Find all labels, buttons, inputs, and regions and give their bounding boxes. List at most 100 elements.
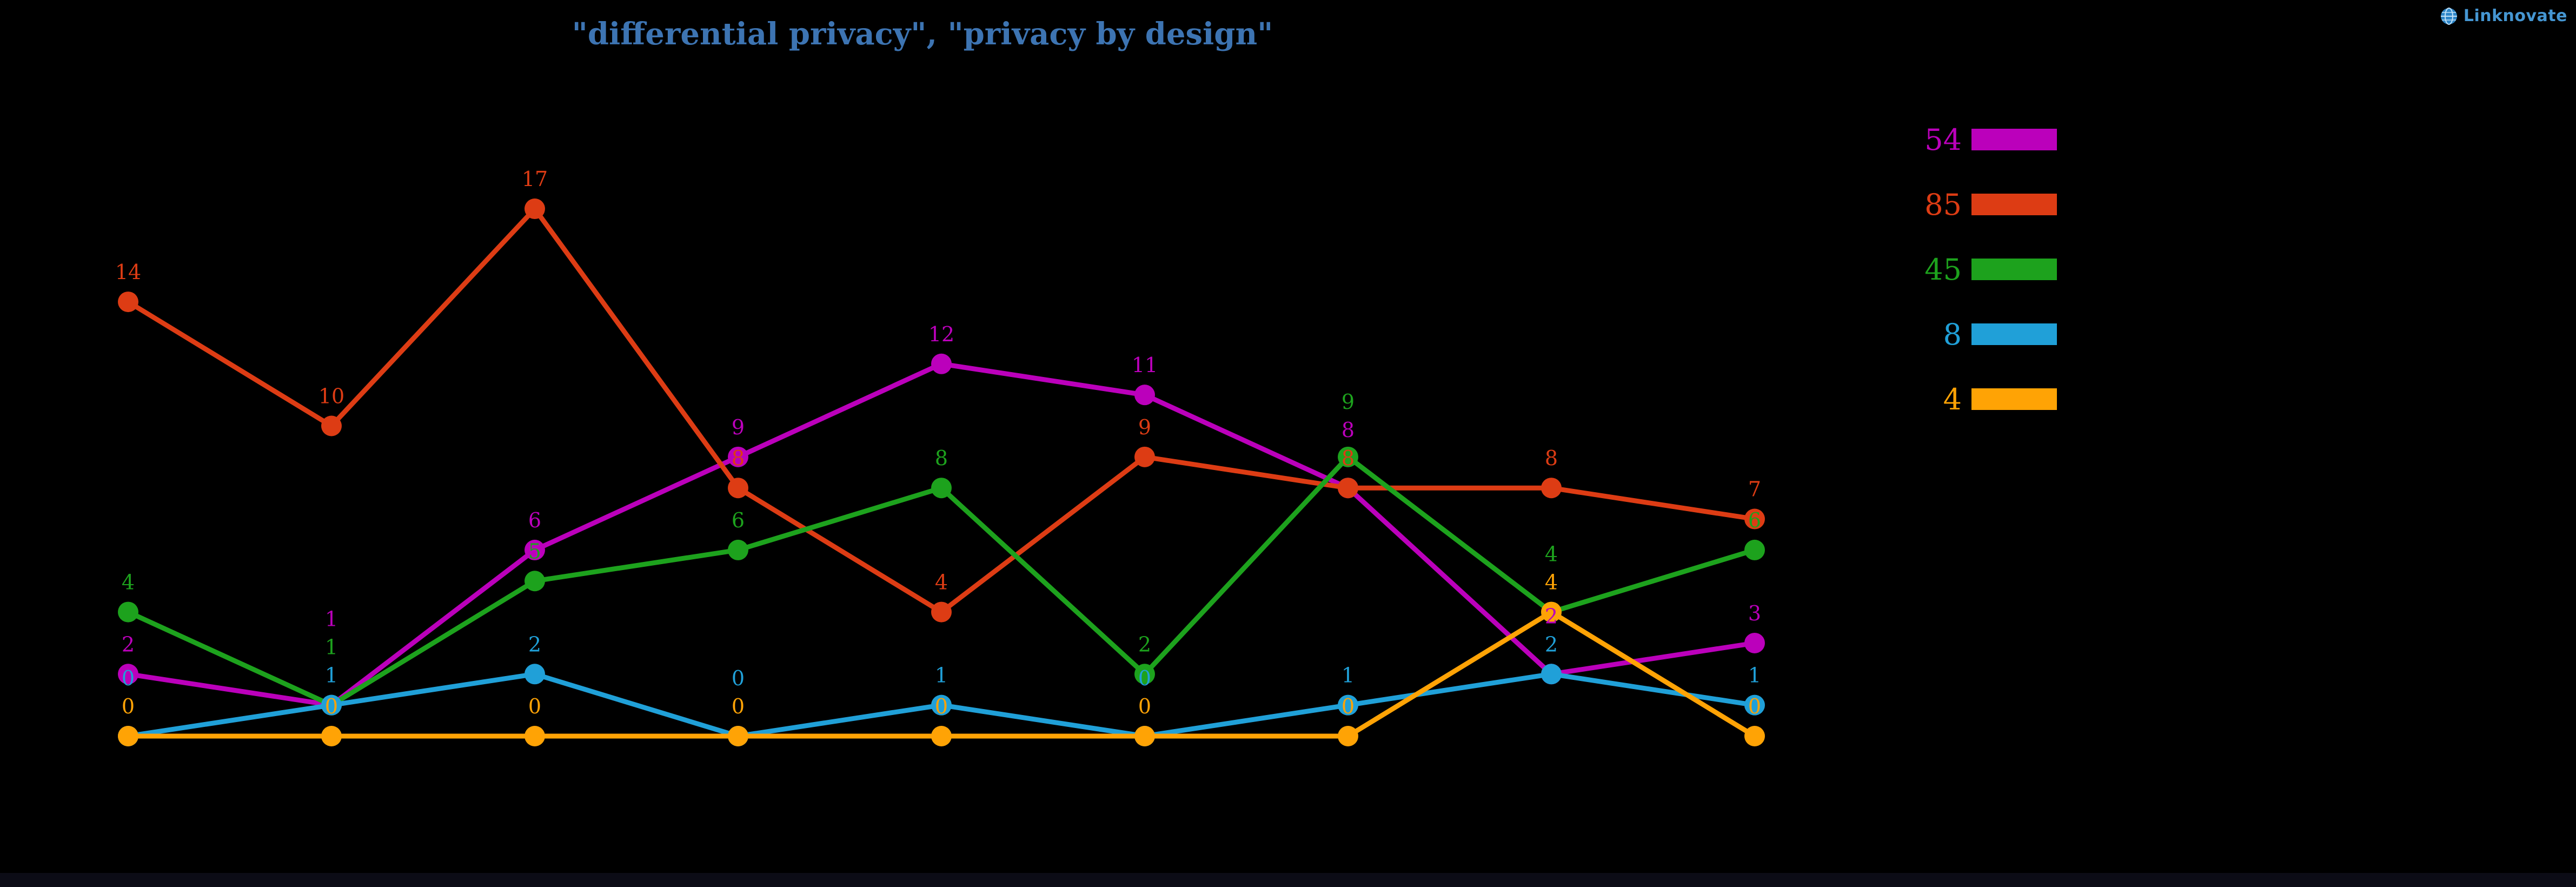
point-label-54-8: 3 — [1748, 601, 1761, 625]
data-point-45-6[interactable] — [1338, 446, 1358, 467]
data-point-4-3[interactable] — [728, 726, 748, 746]
point-label-85-0: 14 — [115, 260, 141, 284]
point-label-45-2: 5 — [528, 539, 541, 563]
point-label-4-6: 0 — [1342, 694, 1355, 718]
bottom-bar — [0, 873, 2576, 887]
data-point-4-6[interactable] — [1338, 726, 1358, 746]
globe-icon — [2440, 7, 2458, 25]
data-point-4-4[interactable] — [931, 726, 952, 746]
point-label-45-3: 6 — [732, 508, 745, 532]
data-point-85-4[interactable] — [931, 601, 952, 623]
legend-value: 85 — [1924, 187, 1962, 222]
legend-swatch — [1971, 388, 2057, 410]
point-label-54-0: 2 — [122, 632, 135, 656]
data-point-45-5[interactable] — [1134, 664, 1155, 685]
legend-value: 45 — [1924, 252, 1962, 287]
point-label-85-2: 17 — [522, 167, 548, 191]
point-label-45-6: 9 — [1342, 390, 1355, 414]
legend-swatch — [1971, 259, 2057, 280]
data-point-54-4[interactable] — [931, 353, 952, 374]
point-label-45-7: 4 — [1545, 542, 1558, 566]
data-point-8-6[interactable] — [1338, 694, 1358, 716]
data-point-4-7[interactable] — [1541, 601, 1562, 623]
point-label-8-8: 1 — [1748, 664, 1761, 687]
series-line-85 — [127, 205, 1755, 615]
point-label-45-1: 1 — [325, 636, 338, 659]
point-label-4-7: 4 — [1545, 571, 1558, 594]
point-label-54-6: 8 — [1342, 418, 1355, 442]
data-point-54-2[interactable] — [525, 539, 545, 560]
data-point-54-5[interactable] — [1134, 385, 1155, 406]
point-label-4-3: 0 — [732, 694, 745, 718]
point-label-4-0: 0 — [122, 694, 135, 718]
data-point-54-3[interactable] — [728, 446, 748, 467]
linknovate-logo[interactable]: Linknovate — [2440, 6, 2567, 25]
data-point-85-2[interactable] — [525, 198, 545, 220]
legend-value: 4 — [1943, 382, 1962, 416]
data-point-54-8[interactable] — [1744, 632, 1765, 653]
chart-legend: 54 85 45 8 4 — [1897, 107, 2057, 432]
data-point-8-7[interactable] — [1541, 664, 1562, 685]
point-label-8-4: 1 — [935, 664, 948, 687]
point-label-54-4: 12 — [928, 322, 954, 346]
point-label-45-5: 2 — [1138, 632, 1151, 656]
point-label-4-4: 0 — [935, 694, 948, 718]
legend-item-54[interactable]: 54 — [1897, 107, 2057, 172]
data-point-45-0[interactable] — [118, 601, 138, 623]
legend-swatch — [1971, 129, 2057, 150]
point-label-85-5: 9 — [1138, 415, 1151, 439]
data-point-4-5[interactable] — [1134, 726, 1155, 746]
point-label-54-3: 9 — [732, 415, 745, 439]
data-point-8-8[interactable] — [1744, 694, 1765, 716]
point-label-8-2: 2 — [528, 632, 541, 656]
data-point-4-8[interactable] — [1744, 726, 1765, 746]
point-label-8-3: 0 — [732, 666, 745, 690]
point-label-85-4: 4 — [935, 571, 948, 594]
data-point-45-3[interactable] — [728, 539, 748, 560]
data-point-54-0[interactable] — [118, 664, 138, 685]
legend-item-4[interactable]: 4 — [1897, 367, 2057, 432]
data-point-85-0[interactable] — [118, 292, 138, 313]
point-label-54-1: 1 — [325, 607, 338, 631]
logo-text: Linknovate — [2463, 6, 2567, 25]
point-label-45-8: 6 — [1748, 508, 1761, 532]
data-point-8-1[interactable] — [321, 694, 342, 716]
point-label-54-2: 6 — [528, 508, 541, 532]
data-point-4-1[interactable] — [321, 726, 342, 746]
data-point-85-7[interactable] — [1541, 478, 1562, 499]
point-label-4-8: 0 — [1748, 694, 1761, 718]
point-label-85-7: 8 — [1545, 446, 1558, 470]
point-label-8-5: 0 — [1138, 666, 1151, 690]
point-label-85-6: 8 — [1342, 446, 1355, 470]
data-point-45-8[interactable] — [1744, 539, 1765, 560]
point-label-45-4: 8 — [935, 446, 948, 470]
legend-item-8[interactable]: 8 — [1897, 302, 2057, 367]
point-label-4-2: 0 — [528, 694, 541, 718]
data-point-85-3[interactable] — [728, 478, 748, 499]
page-title: "differential privacy", "privacy by desi… — [572, 16, 1273, 52]
series-line-54 — [128, 361, 1755, 708]
data-point-85-5[interactable] — [1134, 446, 1155, 467]
point-label-8-0: 0 — [122, 666, 135, 690]
legend-item-85[interactable]: 85 — [1897, 172, 2057, 237]
data-point-85-6[interactable] — [1338, 478, 1358, 499]
point-label-4-5: 0 — [1138, 694, 1151, 718]
legend-swatch — [1971, 194, 2057, 215]
point-label-45-0: 4 — [122, 571, 135, 594]
legend-item-45[interactable]: 45 — [1897, 237, 2057, 302]
point-label-54-7: 2 — [1545, 604, 1558, 628]
point-label-8-1: 1 — [325, 664, 338, 687]
point-label-85-8: 7 — [1748, 478, 1761, 501]
data-point-85-1[interactable] — [321, 415, 342, 436]
data-point-45-4[interactable] — [931, 478, 952, 499]
point-label-4-1: 0 — [325, 694, 338, 718]
legend-value: 8 — [1943, 317, 1962, 352]
data-point-45-2[interactable] — [525, 571, 545, 592]
data-point-4-0[interactable] — [118, 726, 138, 746]
legend-swatch — [1971, 323, 2057, 345]
data-point-4-2[interactable] — [525, 726, 545, 746]
data-point-8-2[interactable] — [525, 664, 545, 685]
data-point-85-8[interactable] — [1744, 508, 1765, 529]
data-point-8-4[interactable] — [931, 694, 952, 716]
